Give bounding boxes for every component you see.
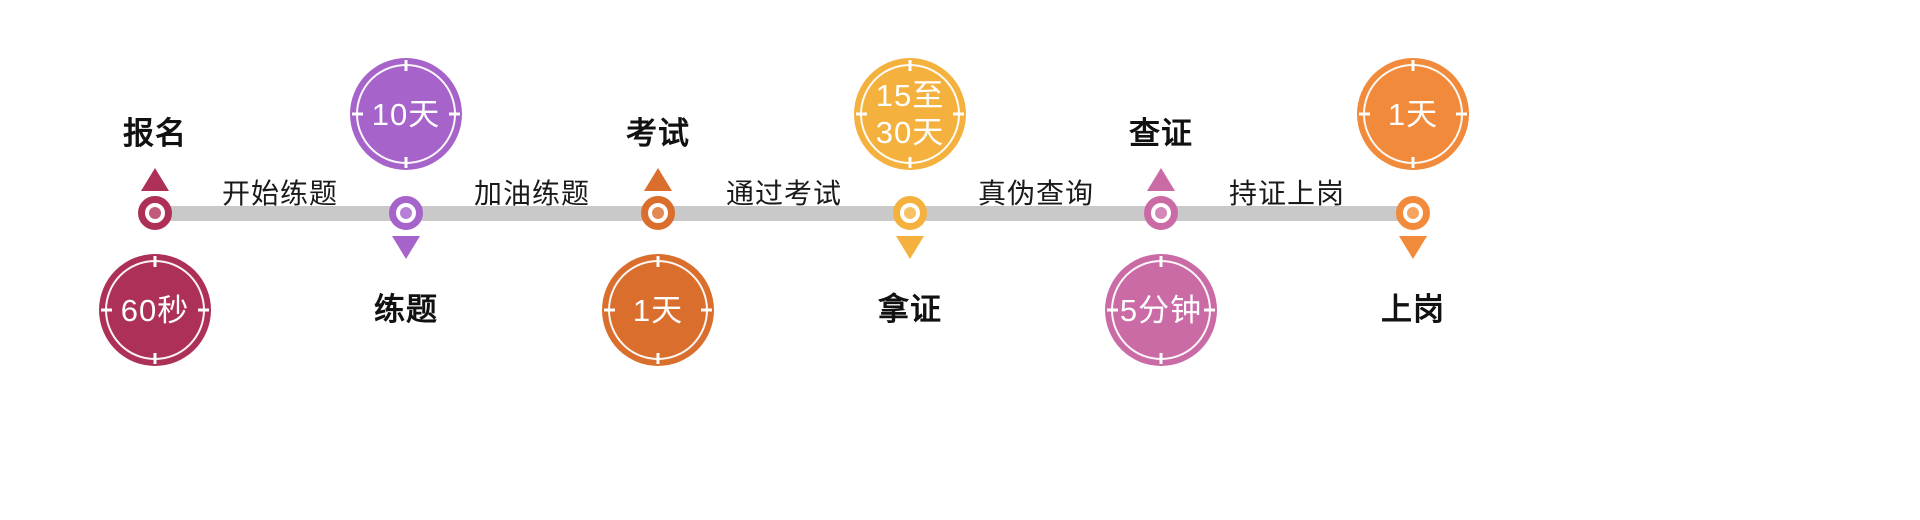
timeline-node-practice: 10天 练题 [294,0,518,520]
badge-tick [1159,256,1163,267]
timeline-dot [1396,196,1430,230]
connector-label: 持证上岗 [1228,178,1346,209]
arrow-down-icon [1399,236,1427,259]
node-label: 查证 [1129,116,1193,151]
timeline-node-signup: 报名 60秒 [43,0,267,520]
badge-tick [656,256,660,267]
badge-tick [953,112,964,116]
stopwatch-badge: 60秒 [99,254,211,366]
badge-tick [404,60,408,71]
stopwatch-badge: 10天 [350,58,462,170]
arrow-up-icon [644,168,672,191]
stopwatch-badge: 1天 [602,254,714,366]
node-label: 练题 [374,292,438,327]
connector-label: 开始练题 [221,178,339,209]
timeline-dot [641,196,675,230]
connector-label: 真伪查询 [977,178,1095,209]
dot-center [652,207,664,219]
node-label: 上岗 [1381,292,1445,327]
timeline-dot [1144,196,1178,230]
badge-tick [404,157,408,168]
badge-text: 15至 30天 [875,78,945,150]
node-label: 拿证 [878,292,942,327]
timeline-dot [138,196,172,230]
badge-text: 1天 [632,292,684,328]
badge-text: 5分钟 [1119,292,1203,328]
badge-tick [198,308,209,312]
badge-tick [449,112,460,116]
dot-center [904,207,916,219]
stopwatch-badge: 5分钟 [1105,254,1217,366]
badge-tick [153,256,157,267]
badge-tick [1456,112,1467,116]
connector-label: 加油练题 [473,178,591,209]
badge-text: 10天 [371,96,441,132]
dot-center [1407,207,1419,219]
badge-tick [1359,112,1370,116]
connector-label: 通过考试 [725,178,843,209]
badge-tick [604,308,615,312]
dot-center [1155,207,1167,219]
timeline-node-exam: 考试 1天 [546,0,770,520]
badge-tick [1411,157,1415,168]
badge-tick [701,308,712,312]
timeline-dot [893,196,927,230]
stopwatch-badge: 1天 [1357,58,1469,170]
badge-tick [908,157,912,168]
badge-tick [153,353,157,364]
node-label: 报名 [123,116,187,151]
stopwatch-badge: 15至 30天 [854,58,966,170]
badge-tick [1159,353,1163,364]
arrow-up-icon [1147,168,1175,191]
badge-tick [101,308,112,312]
badge-tick [1411,60,1415,71]
timeline-dot [389,196,423,230]
badge-text: 60秒 [120,292,190,328]
dot-center [149,207,161,219]
badge-tick [1204,308,1215,312]
timeline-node-onboard: 1天 上岗 [1301,0,1525,520]
arrow-up-icon [141,168,169,191]
node-label: 考试 [626,116,690,151]
dot-center [400,207,412,219]
badge-tick [856,112,867,116]
timeline-node-verify: 查证 5分钟 [1049,0,1273,520]
arrow-down-icon [896,236,924,259]
timeline-node-certificate: 15至 30天 拿证 [798,0,1022,520]
badge-tick [908,60,912,71]
badge-tick [1107,308,1118,312]
timeline-bar [148,206,1420,221]
arrow-down-icon [392,236,420,259]
badge-tick [656,353,660,364]
badge-tick [352,112,363,116]
badge-text: 1天 [1387,96,1439,132]
